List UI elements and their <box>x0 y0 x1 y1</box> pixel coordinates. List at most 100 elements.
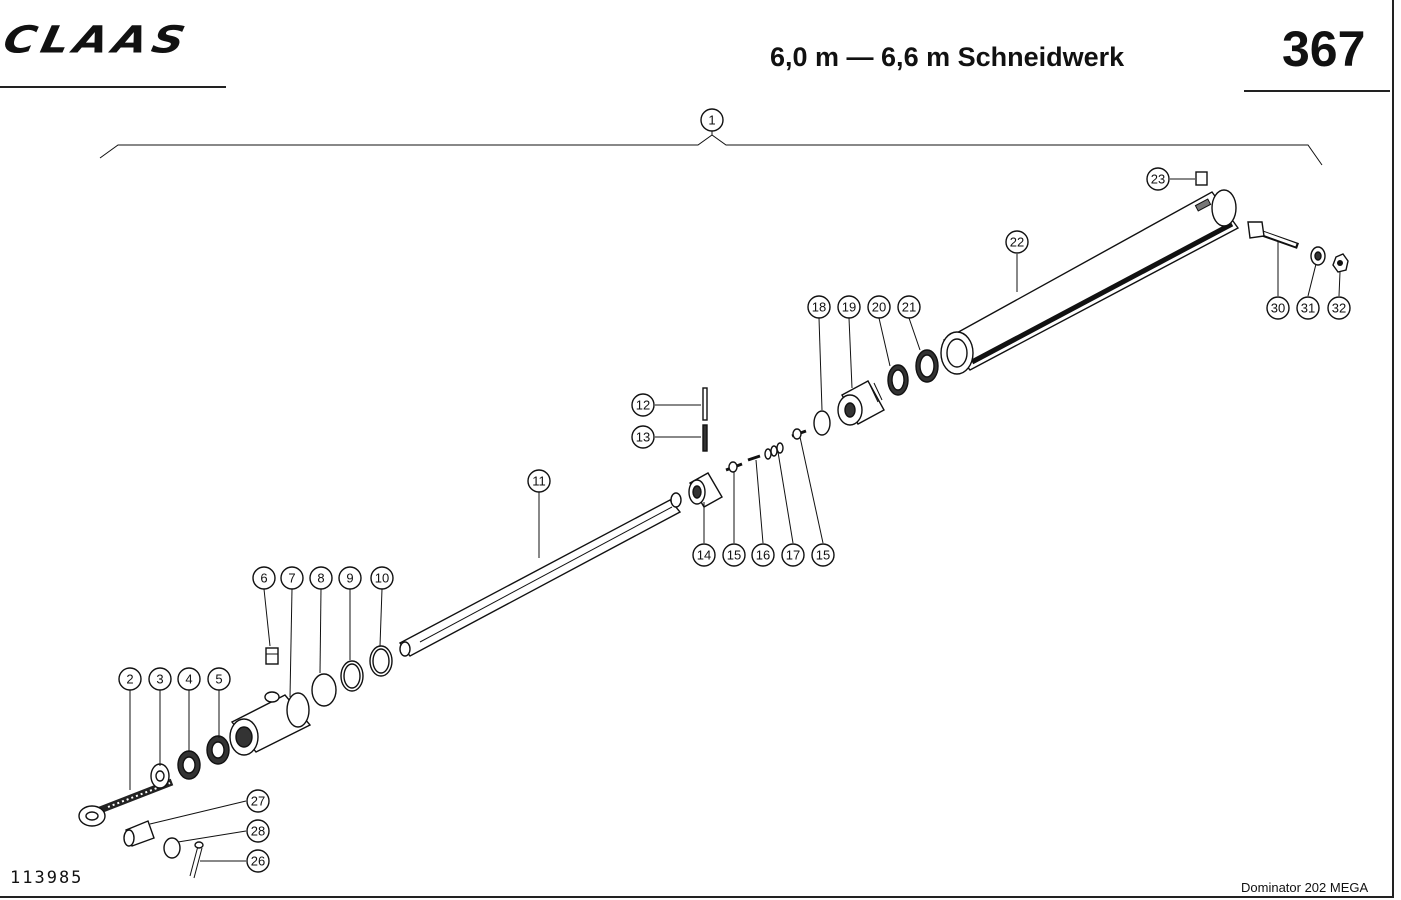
sheet-title: 6,0 m — 6,6 m Schneidwerk <box>770 42 1125 72</box>
svg-text:11: 11 <box>532 474 546 489</box>
part-clevis-pin <box>123 820 155 847</box>
svg-text:30: 30 <box>1271 301 1285 316</box>
part-spring <box>764 442 784 460</box>
callout-9: 9 <box>338 566 362 590</box>
callout-4: 4 <box>177 667 201 691</box>
callout-2: 2 <box>118 667 142 691</box>
part-cotter-pin <box>189 841 204 879</box>
page-number: 367 <box>1282 21 1366 77</box>
part-o-ring <box>311 673 337 707</box>
callout-32: 32 <box>1327 296 1351 320</box>
assembly-bracket <box>99 134 1323 166</box>
callout-27: 27 <box>246 789 270 813</box>
svg-text:17: 17 <box>786 548 800 563</box>
part-washer <box>1310 246 1326 266</box>
callout-18: 18 <box>807 295 831 319</box>
svg-text:20: 20 <box>872 300 886 315</box>
svg-text:4: 4 <box>185 672 192 687</box>
part-cylinder-tube <box>940 189 1240 375</box>
svg-text:13: 13 <box>636 430 650 445</box>
svg-text:18: 18 <box>812 300 826 315</box>
svg-text:8: 8 <box>317 571 324 586</box>
svg-text:27: 27 <box>251 794 265 809</box>
callout-20: 20 <box>867 295 891 319</box>
callout-6: 6 <box>252 566 276 590</box>
callout-17: 17 <box>781 543 805 567</box>
sheet-border-bottom <box>0 896 1394 898</box>
callout-11: 11 <box>527 469 551 493</box>
callout-14: 14 <box>692 543 716 567</box>
part-seal-ring <box>206 735 230 765</box>
callout-1: 1 <box>700 108 724 132</box>
callout-22: 22 <box>1005 230 1029 254</box>
callout-12: 12 <box>631 393 655 417</box>
model-label: Dominator 202 MEGA <box>1241 880 1369 895</box>
part-valve <box>791 428 807 440</box>
drawing-number: 113985 <box>10 868 84 888</box>
svg-text:6: 6 <box>260 571 267 586</box>
callout-16: 16 <box>751 543 775 567</box>
callout-3: 3 <box>148 667 172 691</box>
part-seal-ring <box>887 364 909 396</box>
part-piston <box>688 472 723 508</box>
svg-text:15: 15 <box>816 548 830 563</box>
callout-15-second: 15 <box>811 543 835 567</box>
svg-text:19: 19 <box>842 300 856 315</box>
callout-28: 28 <box>246 819 270 843</box>
part-banjo-bolt <box>78 778 174 827</box>
svg-text:28: 28 <box>251 824 265 839</box>
callout-31: 31 <box>1296 296 1320 320</box>
part-guide-bushing <box>837 380 885 426</box>
part-pin <box>702 387 708 421</box>
part-washer <box>150 763 170 789</box>
callout-13: 13 <box>631 425 655 449</box>
callout-7: 7 <box>280 566 304 590</box>
part-hex-bolt <box>1247 221 1299 249</box>
svg-text:1: 1 <box>708 113 715 128</box>
callout-5: 5 <box>207 667 231 691</box>
part-o-ring <box>369 645 393 677</box>
part-o-ring <box>813 410 831 436</box>
part-seal-ring <box>177 750 201 780</box>
callout-8: 8 <box>309 566 333 590</box>
svg-text:16: 16 <box>756 548 770 563</box>
svg-text:15: 15 <box>727 548 741 563</box>
svg-text:31: 31 <box>1301 301 1315 316</box>
part-valve <box>725 461 743 473</box>
part-nut <box>1332 253 1349 273</box>
svg-text:7: 7 <box>288 571 295 586</box>
svg-text:3: 3 <box>156 672 163 687</box>
callout-15: 15 <box>722 543 746 567</box>
svg-text:14: 14 <box>697 548 711 563</box>
callout-26: 26 <box>246 849 270 873</box>
part-cylinder-head <box>229 691 312 756</box>
svg-text:5: 5 <box>215 672 222 687</box>
svg-text:10: 10 <box>375 571 389 586</box>
page-number-underline <box>1244 90 1390 92</box>
part-grease-nipple <box>265 647 279 665</box>
callout-21: 21 <box>897 295 921 319</box>
callout-10: 10 <box>370 566 394 590</box>
svg-text:2: 2 <box>126 672 133 687</box>
svg-text:9: 9 <box>346 571 353 586</box>
svg-text:12: 12 <box>636 398 650 413</box>
svg-text:23: 23 <box>1151 172 1165 187</box>
part-spring-pin <box>747 454 761 462</box>
part-grease-nipple <box>1195 171 1208 186</box>
svg-text:26: 26 <box>251 854 265 869</box>
svg-text:32: 32 <box>1332 301 1346 316</box>
svg-text:22: 22 <box>1010 235 1024 250</box>
part-seal-ring <box>915 349 939 383</box>
callout-19: 19 <box>837 295 861 319</box>
part-o-ring <box>340 660 364 692</box>
part-piston-rod <box>398 492 682 657</box>
sheet-border-right <box>1392 0 1394 898</box>
part-dowel-pin <box>702 424 708 452</box>
part-washer <box>163 837 181 859</box>
logo-underline <box>0 86 226 88</box>
callout-30: 30 <box>1266 296 1290 320</box>
svg-text:21: 21 <box>902 300 916 315</box>
callout-23: 23 <box>1146 167 1170 191</box>
